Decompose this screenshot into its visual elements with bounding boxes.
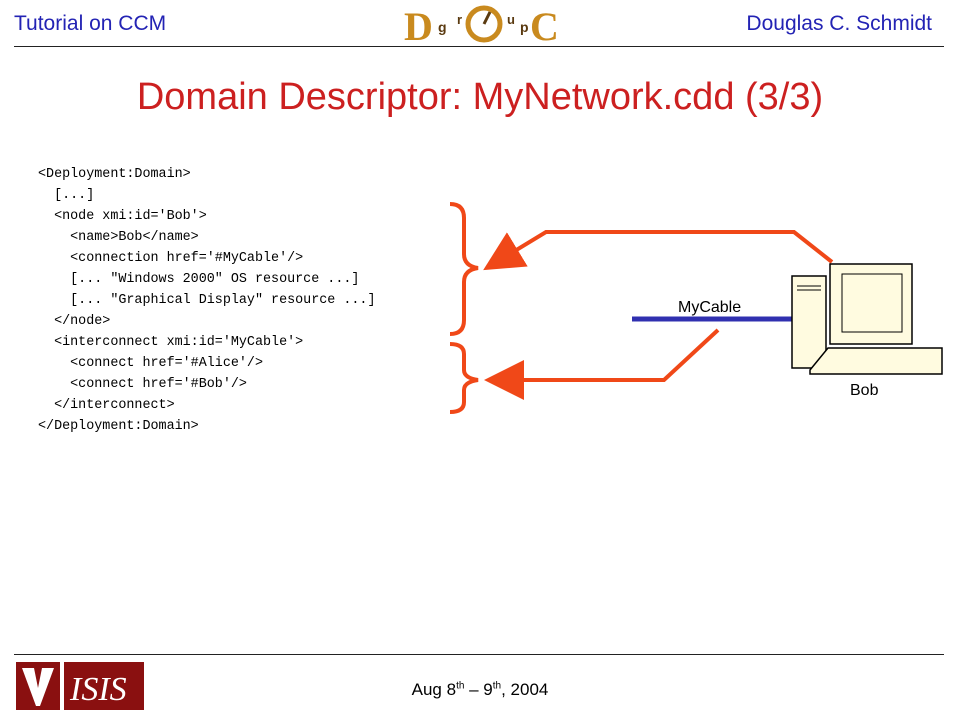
code-line: <name>Bob</name> — [38, 230, 199, 245]
computer-label: Bob — [850, 382, 879, 399]
footer-date: Aug 8th – 9th, 2004 — [0, 680, 960, 700]
code-line: <connection href='#MyCable'/> — [38, 251, 304, 266]
code-line: <Deployment:Domain> — [38, 167, 191, 182]
cable-label: MyCable — [678, 299, 741, 316]
code-line: <connect href='#Alice'/> — [38, 356, 263, 371]
code-line: [...] — [38, 188, 95, 203]
computer-tower — [791, 275, 827, 369]
date-end: , 2004 — [501, 680, 549, 699]
slide-title: Domain Descriptor: MyNetwork.cdd (3/3) — [136, 76, 824, 118]
node-brace — [449, 202, 479, 336]
code-line: <connect href='#Bob'/> — [38, 377, 247, 392]
header-author: Douglas C. Schmidt — [746, 12, 932, 35]
xml-code-block: <Deployment:Domain> [...] <node xmi:id='… — [38, 164, 376, 437]
logo-clock-hand — [482, 11, 492, 25]
isis-logo: ISIS — [16, 662, 144, 710]
vanderbilt-v-mark — [22, 668, 54, 706]
code-line: [... "Windows 2000" OS resource ...] — [38, 272, 360, 287]
footer-divider — [14, 654, 944, 655]
computer-screen — [841, 273, 903, 333]
code-line: [... "Graphical Display" resource ...] — [38, 293, 376, 308]
logo-letter-d: D — [404, 4, 433, 46]
doc-group-logo: D g r u p C — [404, 4, 559, 46]
isis-badge — [64, 662, 144, 710]
computer-to-node-arrow — [483, 230, 834, 271]
date-main: Aug 8 — [411, 680, 457, 699]
code-line: </interconnect> — [38, 398, 175, 413]
computer-icon — [791, 263, 943, 375]
header-divider — [14, 46, 944, 47]
header-course-title: Tutorial on CCM — [14, 12, 167, 35]
logo-letter-u: u — [507, 12, 515, 27]
logo-clock-ring — [465, 5, 503, 43]
code-line: </Deployment:Domain> — [38, 419, 199, 434]
date-mid: – 9 — [464, 680, 493, 699]
logo-letter-p: p — [520, 19, 529, 35]
interconnect-brace — [449, 342, 479, 414]
date-sup-2: th — [492, 680, 502, 692]
logo-letter-c: C — [530, 4, 559, 46]
date-sup-1: th — [456, 680, 465, 692]
isis-logo-text: ISIS — [69, 671, 127, 708]
code-line: </node> — [38, 314, 111, 329]
logo-letter-g: g — [438, 19, 447, 35]
code-line: <interconnect xmi:id='MyCable'> — [38, 335, 304, 350]
logo-letter-r: r — [457, 12, 462, 27]
computer-keyboard — [809, 347, 943, 375]
cable-to-interconnect-arrow — [484, 328, 720, 400]
code-line: <node xmi:id='Bob'> — [38, 209, 207, 224]
